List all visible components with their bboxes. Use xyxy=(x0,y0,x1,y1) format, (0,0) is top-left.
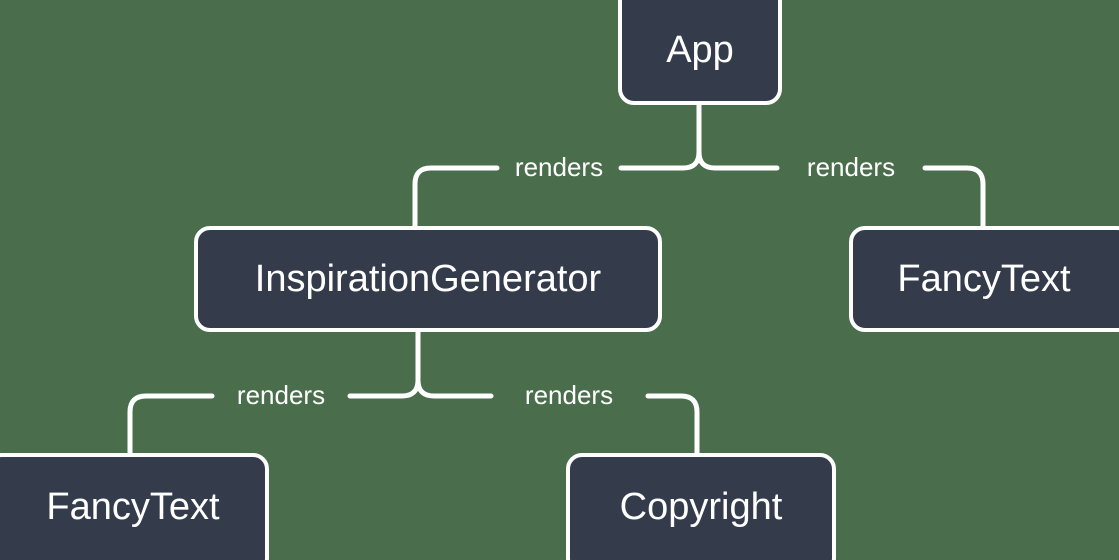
edge-inspirationgenerator-to-copyright-outer-segment xyxy=(645,393,700,458)
node-fancytext-bottom-box[interactable] xyxy=(0,453,269,560)
edge-label-renders-app-inspirationgenerator: renders xyxy=(515,152,603,182)
edge-inspirationgenerator-to-fancytext-right-segment xyxy=(347,327,421,399)
node-inspirationgenerator-label: InspirationGenerator xyxy=(255,258,602,300)
edge-app-to-fancytext-right-outer-segment xyxy=(922,165,986,231)
edge-app-to-inspirationgenerator-right-segment xyxy=(618,100,702,171)
node-copyright-label: Copyright xyxy=(620,486,783,528)
node-fancytext-right[interactable]: FancyText xyxy=(849,226,1119,332)
node-inspirationgenerator[interactable]: InspirationGenerator xyxy=(194,226,662,332)
node-app-label: App xyxy=(666,29,734,71)
node-fancytext-bottom[interactable]: FancyText xyxy=(0,453,269,560)
node-copyright-box[interactable] xyxy=(566,453,836,560)
edge-inspirationgenerator-to-fancytext-left-segment xyxy=(127,393,215,458)
node-fancytext-right-box[interactable] xyxy=(849,226,1119,332)
edge-inspirationgenerator-to-copyright-inner-segment xyxy=(415,327,494,399)
edge-label-renders-app-fancytext: renders xyxy=(807,152,895,182)
node-app[interactable]: App xyxy=(618,0,782,105)
edge-app-to-inspirationgenerator-left-segment xyxy=(412,165,500,231)
node-app-box[interactable] xyxy=(618,0,782,105)
edge-label-renders-inspirationgenerator-copyright: renders xyxy=(525,380,613,410)
node-fancytext-right-label: FancyText xyxy=(897,258,1071,300)
edge-app-to-fancytext-right-inner-segment xyxy=(696,100,780,171)
node-inspirationgenerator-box[interactable] xyxy=(194,226,662,332)
node-copyright[interactable]: Copyright xyxy=(566,453,836,560)
node-fancytext-bottom-label: FancyText xyxy=(46,486,220,528)
edge-label-renders-inspirationgenerator-fancytext: renders xyxy=(237,380,325,410)
